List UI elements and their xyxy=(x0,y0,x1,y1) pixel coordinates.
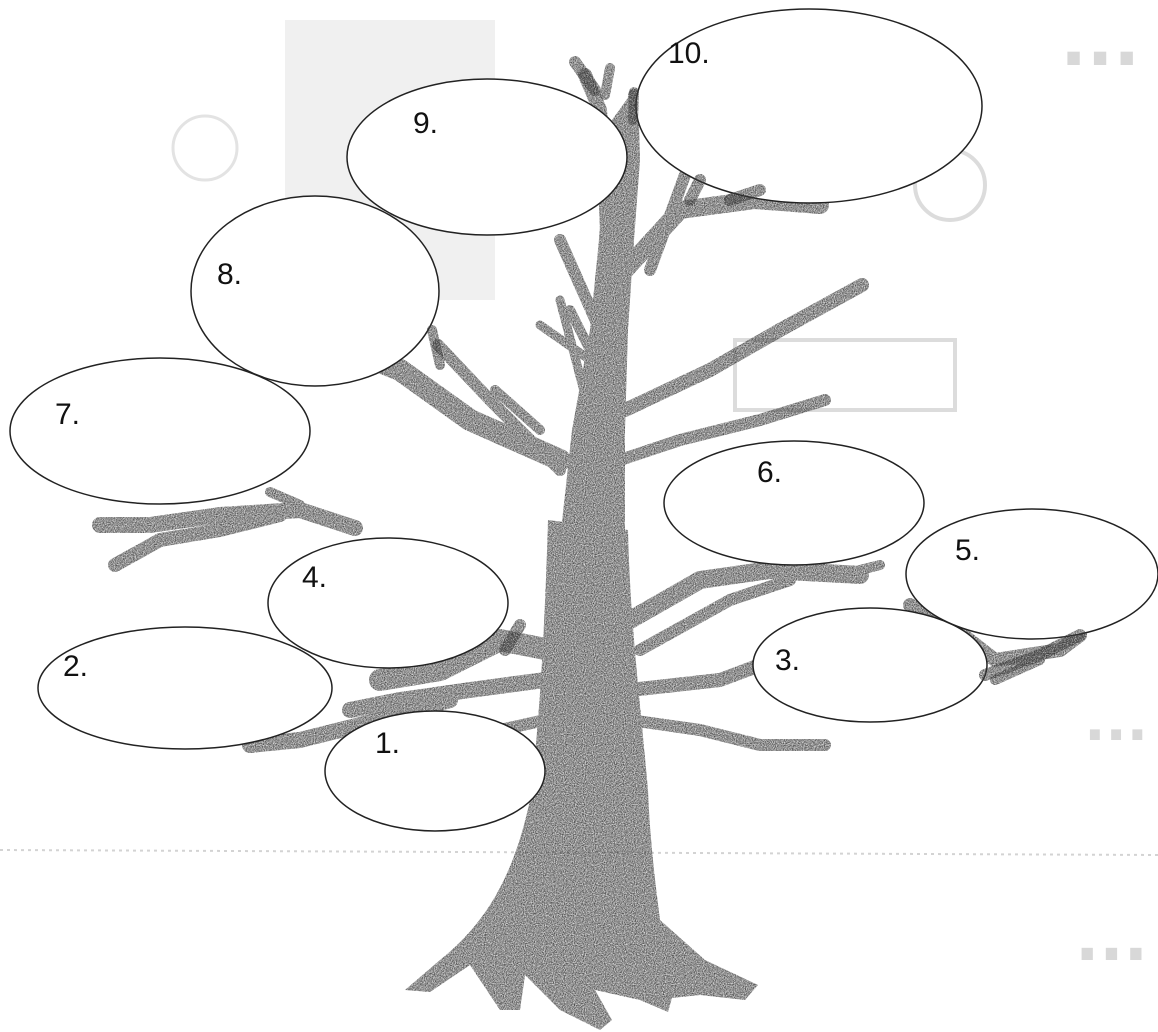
oval-6-shape xyxy=(663,440,925,566)
svg-text:...: ... xyxy=(1075,902,1148,976)
oval-8-shape xyxy=(190,195,440,387)
oval-7[interactable]: 7. xyxy=(9,357,311,505)
oval-5-number: 5. xyxy=(955,534,980,567)
oval-9-number: 9. xyxy=(413,107,438,140)
oval-6[interactable]: 6. xyxy=(663,440,925,566)
oval-2-number: 2. xyxy=(63,650,88,683)
oval-2-shape xyxy=(37,626,333,750)
oval-8[interactable]: 8. xyxy=(190,195,440,387)
oval-3[interactable]: 3. xyxy=(752,607,988,723)
oval-group: 1. 2. 3. 4. 5. 6. 7. 8. xyxy=(9,8,1158,832)
oval-10[interactable]: 10. xyxy=(635,8,983,204)
svg-text:...: ... xyxy=(1060,0,1140,82)
overlapping-branch-tips xyxy=(427,56,1086,681)
oval-1-shape xyxy=(324,710,546,832)
trunk xyxy=(405,520,758,1030)
oval-1-number: 1. xyxy=(375,727,400,760)
oval-7-number: 7. xyxy=(55,398,80,431)
oval-5-shape xyxy=(905,508,1158,640)
oval-9-shape xyxy=(346,78,628,236)
oval-4-shape xyxy=(267,537,509,669)
svg-text:...: ... xyxy=(1084,689,1148,754)
oval-7-shape xyxy=(9,357,311,505)
oval-2[interactable]: 2. xyxy=(37,626,333,750)
oval-4[interactable]: 4. xyxy=(267,537,509,669)
oval-4-number: 4. xyxy=(302,561,327,594)
oval-3-number: 3. xyxy=(775,644,800,677)
oval-8-number: 8. xyxy=(217,258,242,291)
oval-6-number: 6. xyxy=(757,456,782,489)
oval-9[interactable]: 9. xyxy=(346,78,628,236)
oval-5[interactable]: 5. xyxy=(905,508,1158,640)
oval-10-number: 10. xyxy=(668,37,710,70)
oval-3-shape xyxy=(752,607,988,723)
oval-1[interactable]: 1. xyxy=(324,710,546,832)
